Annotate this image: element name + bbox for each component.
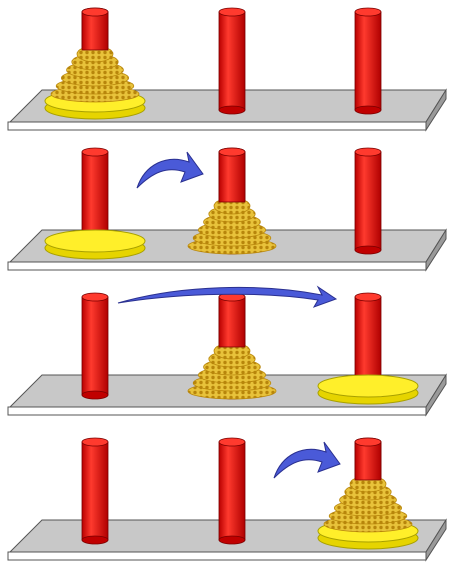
panel-step-2 (7, 147, 447, 272)
panels-layer (7, 7, 447, 562)
shelf-front (7, 121, 427, 131)
peg-visible (354, 441, 382, 481)
arrow-shape (136, 151, 204, 189)
shelf-front (7, 551, 427, 561)
shelf-side (425, 228, 447, 272)
peg-visible (81, 11, 109, 51)
shelf-side (425, 88, 447, 132)
peg-visible (218, 151, 246, 203)
peg-top (354, 147, 382, 157)
peg (354, 11, 382, 111)
peg (218, 441, 246, 541)
arrow-shape (117, 285, 338, 308)
peg (81, 441, 109, 541)
peg-visible (218, 296, 246, 348)
move-arrow (117, 285, 338, 308)
peg-top (354, 437, 382, 447)
panel-step-4 (7, 437, 447, 562)
panel-step-3 (7, 285, 447, 417)
peg (354, 151, 382, 251)
peg-bottom (218, 105, 246, 115)
peg-top (81, 7, 109, 17)
peg-bottom (218, 535, 246, 545)
large-disk (317, 374, 419, 398)
peg-top (218, 437, 246, 447)
peg-top (218, 147, 246, 157)
peg-top (218, 7, 246, 17)
large-disk (44, 229, 146, 253)
peg-bottom (354, 105, 382, 115)
peg-top (354, 7, 382, 17)
panel-step-1 (7, 7, 447, 132)
peg-bottom (81, 535, 109, 545)
shelf-side (425, 373, 447, 417)
peg-top (354, 292, 382, 302)
arrow-shape (273, 441, 341, 479)
peg-top (81, 292, 109, 302)
shelf-front (7, 261, 427, 271)
move-arrow (136, 151, 204, 189)
peg-top (81, 147, 109, 157)
peg-bottom (354, 245, 382, 255)
move-arrow (273, 441, 341, 479)
shelf-side (425, 518, 447, 562)
peg-bottom (81, 390, 109, 400)
shelf-front (7, 406, 427, 416)
peg-top (81, 437, 109, 447)
peg (81, 296, 109, 396)
peg (218, 11, 246, 111)
